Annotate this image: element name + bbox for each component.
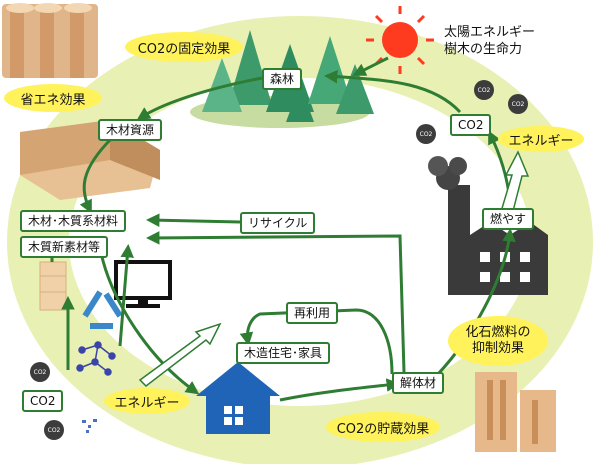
emission-specks-icon: [82, 419, 97, 433]
arrow-forest-to-timber: [136, 76, 263, 121]
label-burn: 燃やす: [482, 208, 535, 230]
arrow-sun-to-forest: [352, 56, 389, 76]
callout-fossil-fuel-line2: 抑制効果: [471, 341, 524, 356]
co2-bubble-4: CO2: [30, 362, 50, 382]
arrow-recycle-to-wood: [145, 213, 241, 227]
label-timber-resource: 木材資源: [98, 119, 163, 141]
callout-co2-fixation: CO2の固定効果: [125, 32, 243, 62]
callout-energy-right: エネルギー: [498, 126, 584, 152]
label-co2-right: CO2: [450, 114, 492, 136]
sun-text-line2: 樹木の生命力: [444, 42, 523, 57]
co2-bubble-1: CO2: [474, 80, 494, 100]
sun-text: 太陽エネルギー 樹木の生命力: [444, 24, 535, 58]
arrow-house-to-dismantle: [279, 378, 401, 402]
arrow-molecule-to-materials: [118, 243, 134, 347]
callout-fossil-fuel-line1: 化石燃料の: [465, 325, 531, 340]
callout-co2-storage: CO2の貯蔵効果: [326, 412, 440, 442]
label-forest: 森林: [262, 68, 303, 90]
wood-panels-icon: [39, 261, 67, 311]
label-co2-left: CO2: [22, 390, 64, 412]
fossil-stumps-icon: [475, 372, 556, 452]
label-wood-materials: 木材･木質系材料: [20, 210, 127, 232]
label-dismantled-wood: 解体材: [392, 372, 445, 394]
recycle-icon: [82, 290, 123, 329]
label-new-wood-materials: 木質新素材等: [20, 236, 109, 258]
sun-text-line1: 太陽エネルギー: [444, 25, 536, 40]
arrow-co2-to-forest: [323, 69, 462, 114]
sun-icon: [366, 6, 434, 74]
co2-bubble-2: CO2: [508, 94, 528, 114]
arrow-materials-to-housing: [98, 247, 200, 395]
co2-bubble-5: CO2: [44, 420, 64, 440]
arrow-dismantle-to-burn: [436, 227, 516, 376]
label-reuse: 再利用: [286, 302, 339, 324]
molecule-icon: [76, 341, 116, 376]
label-housing-furniture: 木造住宅･家具: [236, 342, 331, 364]
label-recycle: リサイクル: [240, 212, 316, 234]
house-icon: [196, 362, 280, 434]
callout-energy-saving: 省エネ効果: [4, 84, 102, 112]
energy-arrow-left: [138, 322, 222, 387]
arrow-timber-to-wood: [79, 136, 114, 214]
callout-energy-left: エネルギー: [104, 388, 190, 414]
arrow-dismantle-to-new-materials: [145, 231, 406, 373]
callout-fossil-fuel: 化石燃料の 抑制効果: [448, 316, 548, 366]
co2-bubble-3: CO2: [416, 124, 436, 144]
logs-icon: [2, 3, 98, 78]
arrow-reuse-to-housing: [239, 308, 394, 375]
smoke-icon: [428, 156, 467, 190]
